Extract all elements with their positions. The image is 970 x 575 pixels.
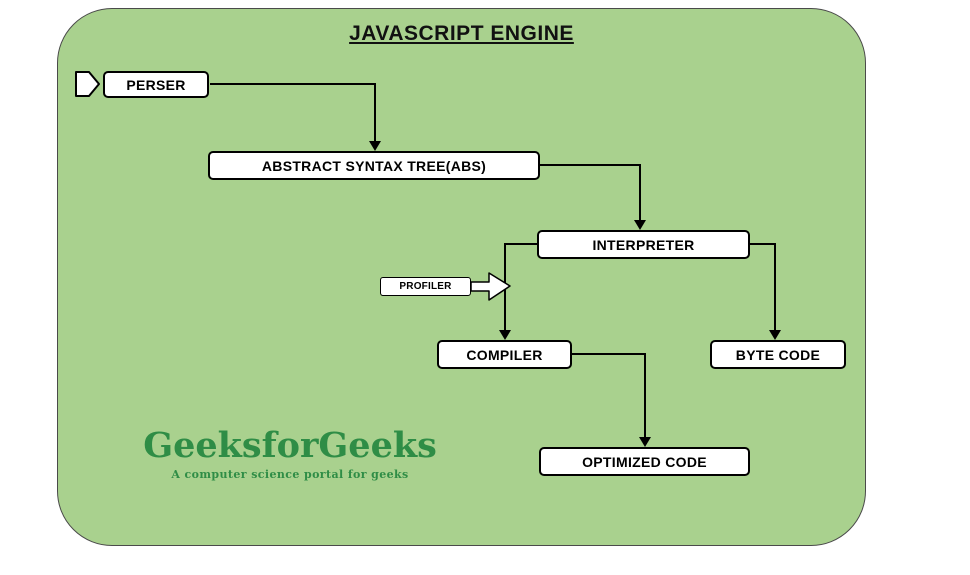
abstract-syntax-tree-node: ABSTRACT SYNTAX TREE(ABS) bbox=[208, 151, 540, 180]
diagram-title: JAVASCRIPT ENGINE bbox=[349, 22, 574, 45]
interpreter-node: INTERPRETER bbox=[537, 230, 750, 259]
parser-node: PERSER bbox=[103, 71, 209, 98]
compiler-node: COMPILER bbox=[437, 340, 572, 369]
profiler-node: PROFILER bbox=[380, 277, 471, 296]
optimized-code-node: OPTIMIZED CODE bbox=[539, 447, 750, 476]
byte-code-node: BYTE CODE bbox=[710, 340, 846, 369]
